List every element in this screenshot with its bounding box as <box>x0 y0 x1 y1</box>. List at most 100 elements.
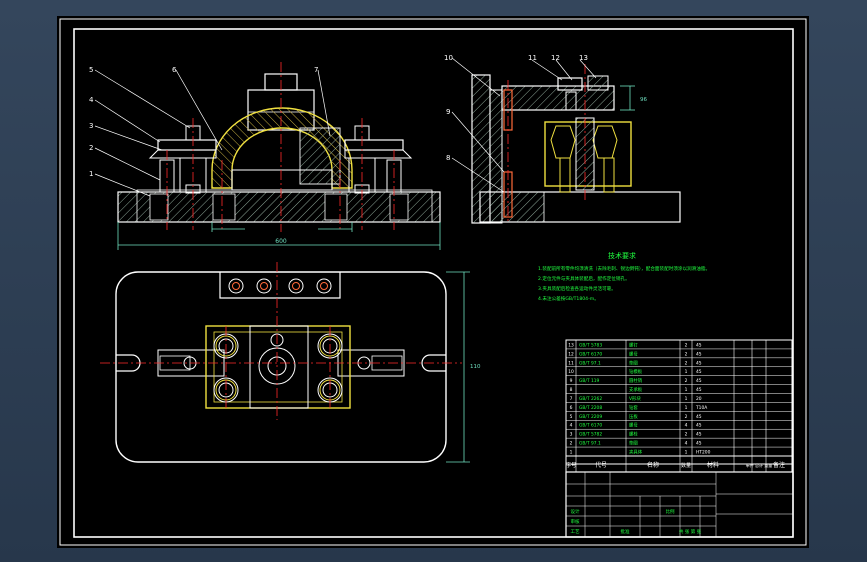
bom-cell-seq: 12 <box>568 351 574 357</box>
bom-cell-name: 钻模板 <box>629 368 643 375</box>
bom-cell-name: 螺栓 <box>629 431 638 438</box>
base-height-dim: 110 <box>470 364 481 370</box>
bom-cell-name: 螺母 <box>629 422 638 429</box>
bom-header-name: 名称 <box>647 461 659 469</box>
bom-cell-name: V形块 <box>629 395 641 402</box>
balloon-8: 8 <box>446 154 450 162</box>
bom-cell-material: 45 <box>696 369 702 375</box>
drawing-sheet[interactable]: 600 1 2 3 4 5 6 7 <box>57 16 809 548</box>
bom-header-qty: 数量 <box>681 462 691 469</box>
bom-cell-seq: 1 <box>570 450 573 456</box>
balloon-4: 4 <box>89 96 94 104</box>
bom-cell-code: GB/T 2262 <box>579 396 602 402</box>
bom-cell-material: 45 <box>696 342 702 348</box>
tech-req-line-1: 1.装配前所有零件均须清洗（去除毛刺、锐边倒钝），配合面装配时须涂以润滑油脂。 <box>538 265 710 272</box>
bom-cell-seq: 13 <box>568 342 574 348</box>
title-designer: 设计 <box>571 508 580 515</box>
bom-cell-material: 45 <box>696 378 702 384</box>
bom-cell-code: GB/T 97.1 <box>579 441 601 447</box>
bom-cell-qty: 2 <box>685 360 688 366</box>
balloon-6: 6 <box>172 66 177 74</box>
bom-cell-seq: 8 <box>570 387 573 393</box>
bom-cell-name: 钻套 <box>629 404 638 411</box>
bom-cell-qty: 1 <box>685 405 688 411</box>
side-height-dim: 96 <box>640 97 647 103</box>
drawing-svg: 600 1 2 3 4 5 6 7 <box>59 18 807 546</box>
bom-header-remarks: 备注 <box>773 461 785 469</box>
balloon-5: 5 <box>89 66 93 74</box>
tech-req-line-3: 3.夹具装配后检查各运动件灵活可靠。 <box>538 285 616 292</box>
bom-cell-seq: 6 <box>570 405 573 411</box>
base-body <box>117 191 441 223</box>
bom-cell-material: 45 <box>696 423 702 429</box>
bom-cell-seq: 9 <box>570 378 573 384</box>
title-block: 设计 审核 工艺 批准 比例 共 张 第 张 <box>565 471 794 538</box>
front-view: 600 1 2 3 4 5 6 7 <box>89 62 441 250</box>
bom-cell-seq: 10 <box>568 369 574 375</box>
top-view: 110 <box>100 262 481 463</box>
bom-cell-material: 45 <box>696 387 702 393</box>
balloon-2: 2 <box>89 144 93 152</box>
balloon-11: 11 <box>528 54 537 62</box>
bom-cell-name: 压板 <box>629 413 638 420</box>
bom-cell-qty: 2 <box>685 378 688 384</box>
inner-border <box>73 28 794 538</box>
workpiece-top <box>205 325 351 409</box>
balloon-13: 13 <box>579 54 588 62</box>
left-clamp-plate <box>157 139 217 151</box>
bom-cell-qty: 1 <box>685 450 688 456</box>
tech-req-line-2: 2.定位元件与夹具体装配后，配作定位销孔。 <box>538 275 630 282</box>
bom-cell-seq: 2 <box>570 441 573 447</box>
overall-width-dim: 600 <box>275 238 287 245</box>
title-sheet: 共 张 第 张 <box>679 528 702 535</box>
bom-cell-seq: 11 <box>568 360 574 366</box>
bom-cell-qty: 4 <box>685 423 688 429</box>
bom-cell-name: 支承板 <box>629 386 643 393</box>
bom-cell-material: 45 <box>696 360 702 366</box>
bom-cell-qty: 2 <box>685 432 688 438</box>
bom-cell-name: 垫圈 <box>629 359 638 366</box>
right-clamp-plate <box>344 139 404 151</box>
bom-cell-code: GB/T 5783 <box>579 342 602 348</box>
bom-cell-qty: 1 <box>685 387 688 393</box>
balloon-12: 12 <box>551 54 560 62</box>
side-view: 96 8 9 10 11 12 13 <box>444 54 681 224</box>
bom-header-code: 代号 <box>595 461 607 469</box>
bom-cell-seq: 7 <box>570 396 573 402</box>
outer-border <box>59 18 807 546</box>
bom-cell-code: GB/T 97.1 <box>579 360 601 366</box>
bom-cell-material: 45 <box>696 351 702 357</box>
title-approve: 批准 <box>621 528 630 535</box>
bom-cell-code: GB/T 6170 <box>579 351 602 357</box>
base-outline-top <box>115 271 447 463</box>
bom-cell-qty: 1 <box>685 369 688 375</box>
tech-req-title: 技术要求 <box>608 251 636 260</box>
bom-cell-code: GB/T 2208 <box>579 405 602 411</box>
bom-cell-name: 螺钉 <box>629 341 638 348</box>
bom-header-material: 材料 <box>707 461 719 469</box>
bom-cell-material: 20 <box>696 396 702 402</box>
bom-cell-material: 45 <box>696 441 702 447</box>
balloon-7: 7 <box>314 66 318 74</box>
bom-cell-qty: 4 <box>685 441 688 447</box>
bom-cell-code: GB/T 2209 <box>579 414 602 420</box>
bom-cell-material: HT200 <box>696 450 711 456</box>
balloon-1: 1 <box>89 170 93 178</box>
title-scale: 比例 <box>666 508 675 515</box>
bom-cell-name: 垫圈 <box>629 440 638 447</box>
balloon-10: 10 <box>444 54 453 62</box>
bom-cell-qty: 2 <box>685 342 688 348</box>
bom-cell-code: GB/T 119 <box>579 378 600 384</box>
bom-cell-code: GB/T 5782 <box>579 432 602 438</box>
bom-cell-seq: 3 <box>570 432 573 438</box>
balloon-3: 3 <box>89 122 93 130</box>
bom-cell-material: 45 <box>696 414 702 420</box>
bom-cell-seq: 4 <box>570 423 573 429</box>
balloon-9: 9 <box>446 108 450 116</box>
bom-cell-qty: 1 <box>685 396 688 402</box>
title-process: 工艺 <box>571 529 580 535</box>
side-support-plate <box>471 74 491 224</box>
tech-req-line-4: 4.未注公差按GB/T1804-m。 <box>538 295 599 302</box>
